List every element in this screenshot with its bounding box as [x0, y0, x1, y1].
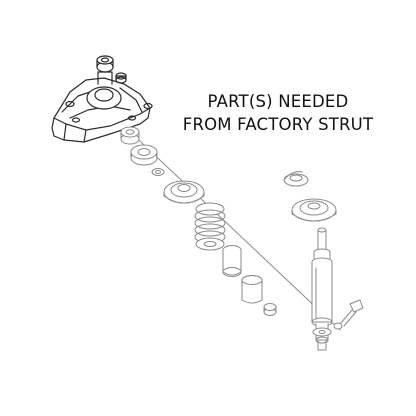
mounting-bolt	[333, 299, 364, 330]
strut-top-mount	[51, 55, 153, 143]
parts-needed-caption: PART(S) NEEDED FROM FACTORY STRUT	[168, 90, 388, 136]
caption-line-2: FROM FACTORY STRUT	[182, 115, 374, 134]
shock-absorber	[311, 227, 333, 351]
strut-washer	[151, 168, 165, 176]
dust-boot	[222, 245, 242, 277]
strut-nut	[120, 126, 140, 145]
leader-line	[125, 127, 341, 331]
upper-spring-seat	[163, 180, 205, 204]
caption-line-1: PART(S) NEEDED	[207, 92, 349, 111]
spring-isolator	[283, 171, 309, 187]
bottom-nut	[263, 303, 277, 316]
bump-stop	[241, 275, 263, 304]
lower-spring-seat	[291, 198, 337, 222]
strut-bearing	[130, 144, 158, 166]
coil-spring	[194, 202, 226, 251]
